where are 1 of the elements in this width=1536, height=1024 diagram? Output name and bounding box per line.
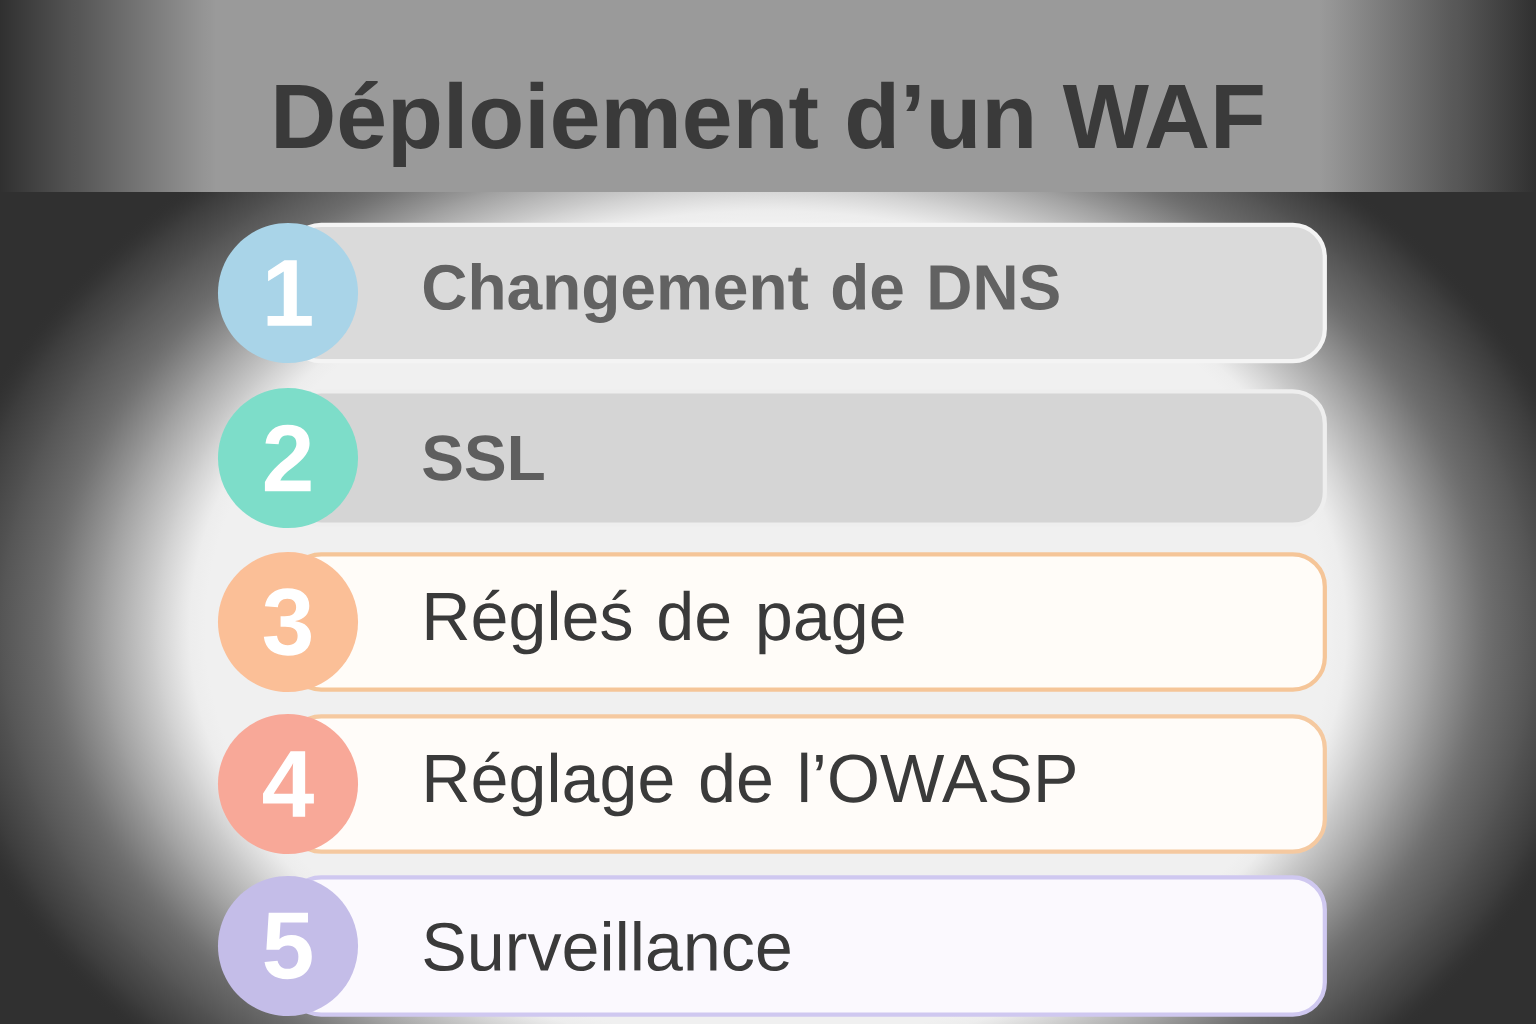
title: Déploiement d’un WAF (276, 80, 1263, 167)
